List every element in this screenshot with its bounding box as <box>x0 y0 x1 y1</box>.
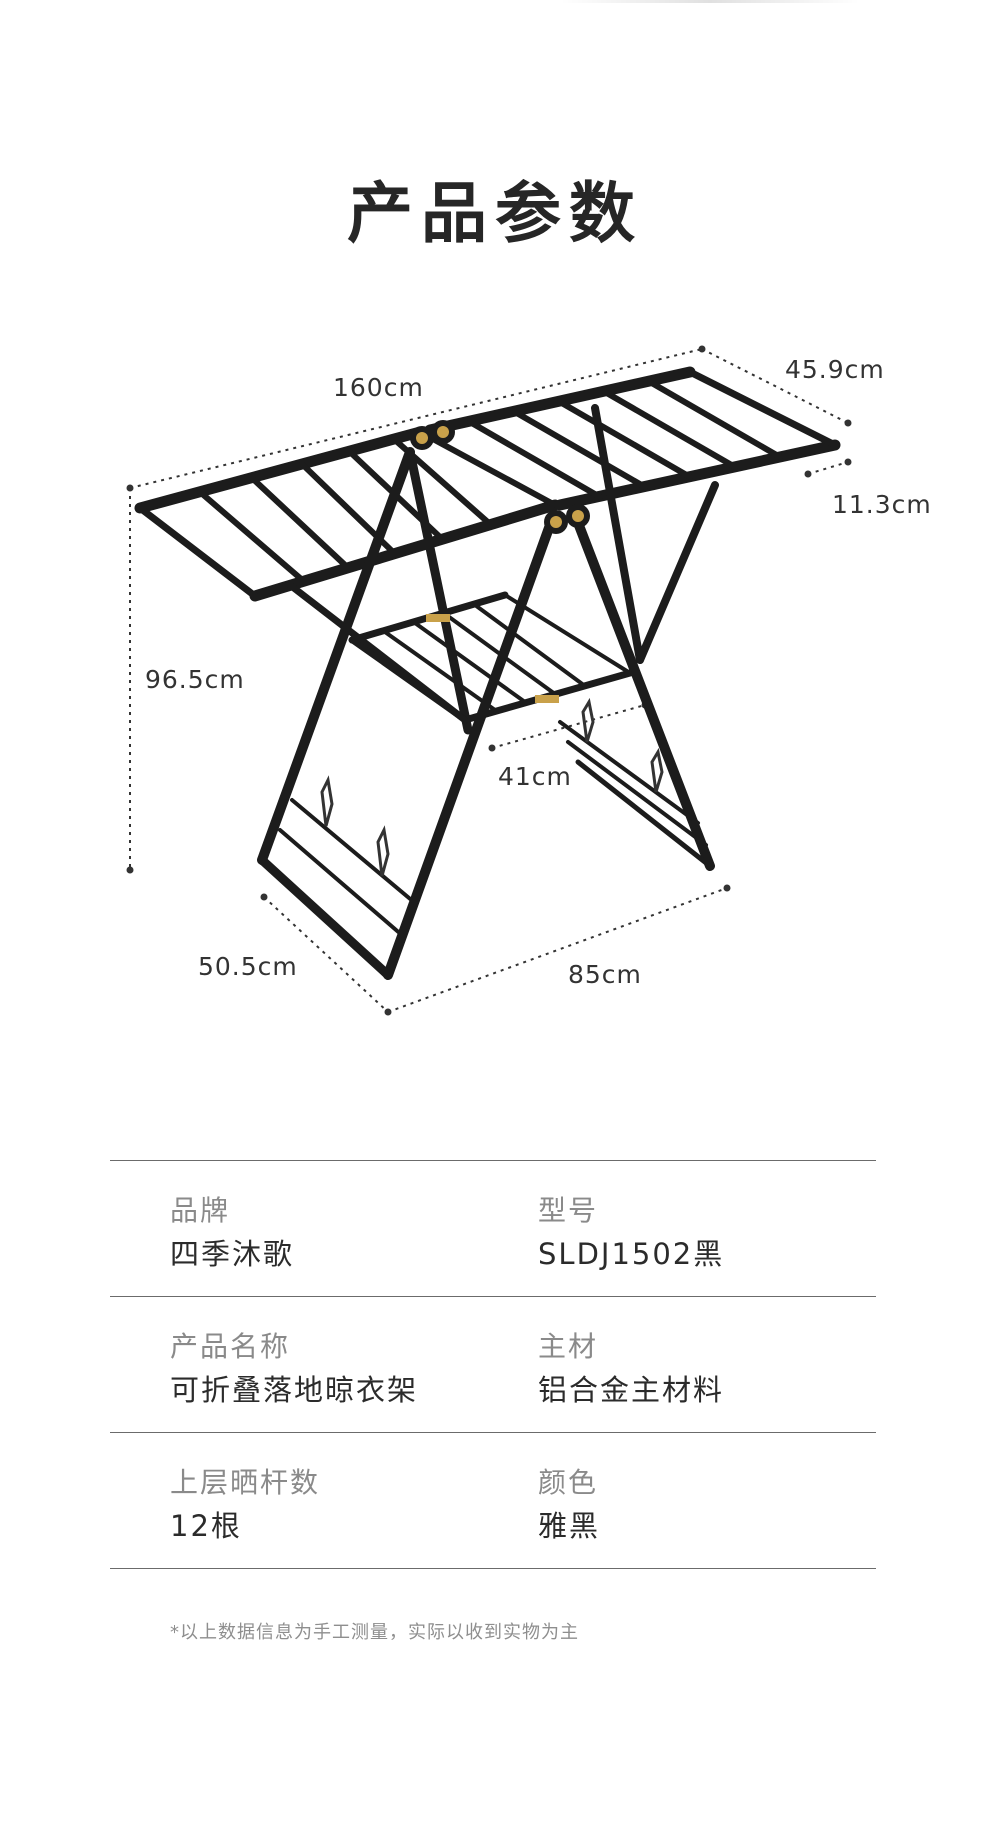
spec-cell: 上层晒杆数 12根 <box>170 1463 320 1549</box>
dimension-width-top: 160cm <box>333 373 424 402</box>
spec-label-brand: 品牌 <box>170 1194 231 1227</box>
spec-value-rod-count: 12根 <box>170 1509 242 1543</box>
spec-row: 产品名称 可折叠落地晾衣架 主材 铝合金主材料 <box>110 1296 876 1432</box>
spec-value-material: 铝合金主材料 <box>538 1373 725 1407</box>
dimension-base-width: 85cm <box>568 960 642 989</box>
spec-value-color: 雅黑 <box>538 1509 601 1543</box>
drying-rack-illustration <box>126 345 852 1016</box>
spec-value-model: SLDJ1502黑 <box>538 1237 725 1271</box>
spec-table: 品牌 四季沐歌 型号 SLDJ1502黑 产品名称 可折叠落地晾衣架 主材 铝合… <box>110 1160 876 1569</box>
spec-cell: 颜色 雅黑 <box>538 1463 600 1549</box>
dimension-depth-top: 45.9cm <box>785 355 885 384</box>
spec-label-product-name: 产品名称 <box>170 1330 291 1363</box>
shoe-racks <box>257 720 713 980</box>
spec-cell: 产品名称 可折叠落地晾衣架 <box>170 1327 418 1413</box>
spec-cell: 品牌 四季沐歌 <box>170 1191 294 1277</box>
spec-value-brand: 四季沐歌 <box>170 1237 295 1271</box>
spec-label-model: 型号 <box>538 1194 599 1227</box>
dimension-total-height: 96.5cm <box>145 665 245 694</box>
top-edge-shadow <box>560 0 860 3</box>
footnote: *以上数据信息为手工测量，实际以收到实物为主 <box>170 1622 579 1643</box>
spec-value-product-name: 可折叠落地晾衣架 <box>170 1373 419 1407</box>
dimension-side-height: 11.3cm <box>832 490 932 519</box>
spec-row: 上层晒杆数 12根 颜色 雅黑 <box>110 1432 876 1569</box>
spec-label-rod-count: 上层晒杆数 <box>170 1466 321 1499</box>
top-wings <box>134 366 841 602</box>
page-title: 产品参数 <box>347 175 643 252</box>
dimension-lines <box>129 348 849 1013</box>
spec-cell: 型号 SLDJ1502黑 <box>538 1191 724 1277</box>
spec-row: 品牌 四季沐歌 型号 SLDJ1502黑 <box>110 1160 876 1296</box>
spec-label-color: 颜色 <box>538 1466 599 1499</box>
spec-label-material: 主材 <box>538 1330 599 1363</box>
shoe-hooks <box>320 697 664 877</box>
spec-cell: 主材 铝合金主材料 <box>538 1327 724 1413</box>
dimension-inner-depth: 41cm <box>498 762 572 791</box>
dimension-base-depth: 50.5cm <box>198 952 298 981</box>
hinges <box>410 420 590 703</box>
